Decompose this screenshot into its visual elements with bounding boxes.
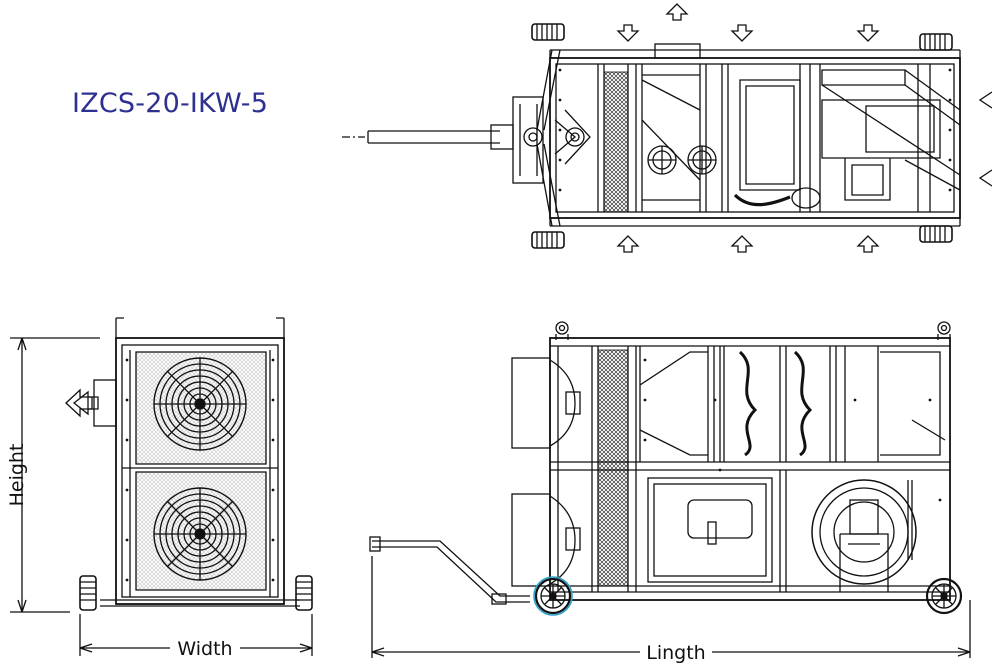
tow-bar-side [372,540,530,603]
arrow-up-icon [731,235,753,253]
track-wheel-icon [919,225,953,243]
wheel-icon [925,577,963,615]
track-wheel-icon [919,33,953,51]
length-dimension [371,556,971,658]
arrow-down-icon [857,24,879,42]
side-view [369,321,963,616]
height-dimension [10,337,100,613]
length-label: Lingth [646,642,705,664]
tow-bar-top [367,130,500,144]
arrow-up-icon [666,3,688,21]
top-view [342,3,992,253]
fan-icon [153,487,247,581]
arrow-down-icon [731,24,753,42]
front-view [65,317,313,611]
arrow-left-icon [978,91,992,187]
width-dimension [79,614,313,656]
fan-icon [153,357,247,451]
track-wheel-icon [531,231,565,249]
model-title: IZCS-20-IKW-5 [72,88,269,119]
arrow-up-icon [857,235,879,253]
height-label: Height [6,444,28,507]
wheel-icon [534,577,572,615]
arrow-down-icon [617,24,639,42]
width-label: Width [177,638,232,660]
arrow-left-icon [65,388,93,418]
arrow-up-icon [617,235,639,253]
track-wheel-icon [531,23,565,41]
